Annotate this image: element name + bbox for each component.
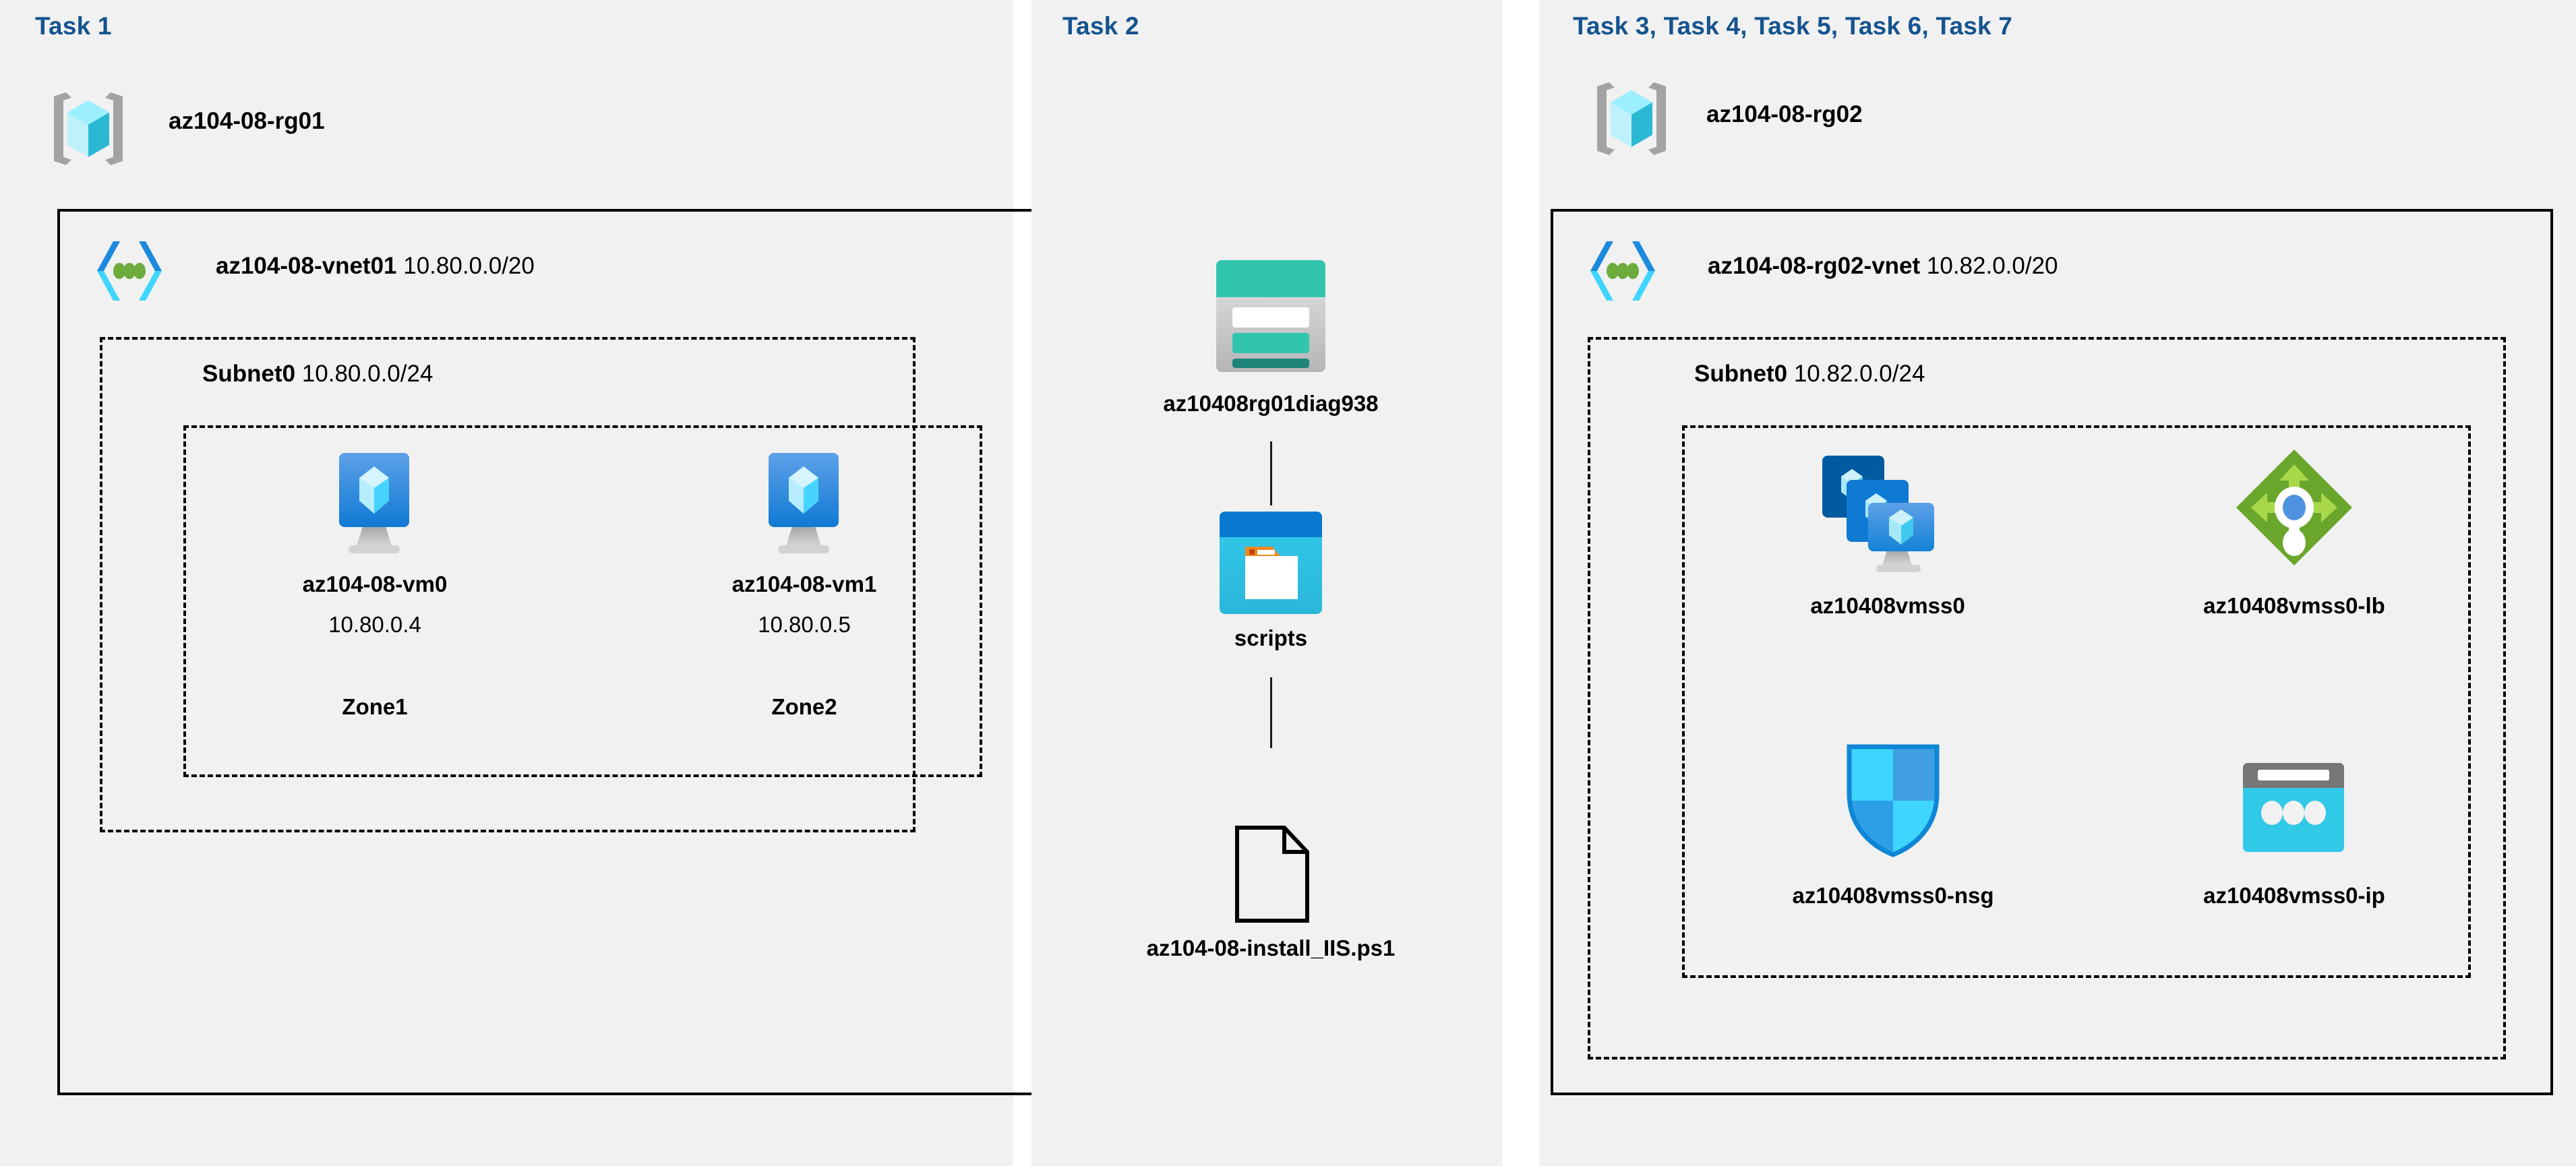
- resource-group-icon: [54, 92, 123, 165]
- task1-vm0-zone: Zone1: [342, 694, 408, 719]
- task3-resource-group-box: [1682, 425, 2471, 978]
- task3-resource-group-label: az104-08-rg02: [1706, 101, 1863, 127]
- task3-resource-0-label: az10408vmss0: [1810, 593, 1965, 618]
- task3-resource-3-label: az10408vmss0-ip: [2203, 883, 2385, 908]
- task3-subnet-name: Subnet0: [1694, 361, 1788, 387]
- file-icon: [1235, 826, 1309, 923]
- task2-title: Task 2: [1062, 12, 1139, 40]
- storage-account-icon: [1216, 260, 1325, 372]
- panel-task1: Task 1 az104-08-rg01 az104-08-vnet01 10.…: [0, 0, 1502, 1166]
- task3-vnet-label: az104-08-rg02-vnet 10.82.0.0/20: [1708, 253, 2058, 280]
- task2-container-label: scripts: [1234, 625, 1308, 650]
- blob-container-icon: [1220, 512, 1322, 614]
- task1-vnet-name: az104-08-vnet01: [216, 253, 397, 279]
- task3-resource-2-label: az10408vmss0-nsg: [1792, 883, 1994, 908]
- network-security-group-icon: [1847, 744, 1940, 857]
- public-ip-address-icon: [2243, 763, 2344, 852]
- task1-vm1-name: az104-08-vm1: [731, 572, 877, 596]
- task1-vnet-cidr: 10.80.0.0/20: [403, 253, 535, 279]
- connector-storage-to-container: [1270, 441, 1272, 505]
- vm-scale-set-icon: [1822, 456, 1934, 572]
- task1-resource-group-label: az104-08-rg01: [169, 108, 325, 134]
- task2-file-label: az104-08-install_IIS.ps1: [1146, 935, 1396, 960]
- virtual-machine-icon: [769, 453, 839, 553]
- resource-group-icon: [1597, 82, 1666, 155]
- task3-vnet-box: [1551, 209, 2553, 1095]
- virtual-network-icon: [1590, 241, 1655, 301]
- task1-vm0-name: az104-08-vm0: [302, 572, 448, 596]
- load-balancer-icon: [2236, 450, 2352, 565]
- task3-resource-1-label: az10408vmss0-lb: [2203, 593, 2385, 618]
- panel-task2: Task 2 az10408rg01diag938: [1031, 0, 1502, 1166]
- task1-subnet-label: Subnet0 10.80.0.0/24: [202, 361, 433, 388]
- task1-vnet-label: az104-08-vnet01 10.80.0.0/20: [216, 253, 535, 280]
- task3-subnet-label: Subnet0 10.82.0.0/24: [1694, 361, 1925, 388]
- task1-vm0-ip: 10.80.0.4: [328, 612, 421, 637]
- task1-title: Task 1: [35, 12, 112, 40]
- task1-subnet-cidr: 10.80.0.0/24: [301, 361, 433, 387]
- virtual-network-icon: [97, 241, 162, 301]
- task3-subnet-box: [1588, 337, 2506, 1060]
- task1-subnet-name: Subnet0: [202, 361, 296, 387]
- virtual-machine-icon: [339, 453, 409, 553]
- task1-subnet-box: [100, 337, 916, 832]
- task3-vnet-cidr: 10.82.0.0/20: [1926, 253, 2058, 279]
- task3-subnet-cidr: 10.82.0.0/24: [1793, 361, 1925, 387]
- task1-vm1-zone: Zone2: [771, 694, 837, 719]
- task1-vm-group-box: [183, 425, 982, 777]
- task1-vm1-ip: 10.80.0.5: [758, 612, 851, 637]
- connector-container-to-file: [1270, 677, 1272, 748]
- task3-vnet-name: az104-08-rg02-vnet: [1708, 253, 1921, 279]
- panel-task3: Task 3, Task 4, Task 5, Task 6, Task 7 a…: [1539, 0, 2576, 1166]
- task3-title: Task 3, Task 4, Task 5, Task 6, Task 7: [1573, 12, 2013, 40]
- task2-storage-account-label: az10408rg01diag938: [1163, 391, 1379, 416]
